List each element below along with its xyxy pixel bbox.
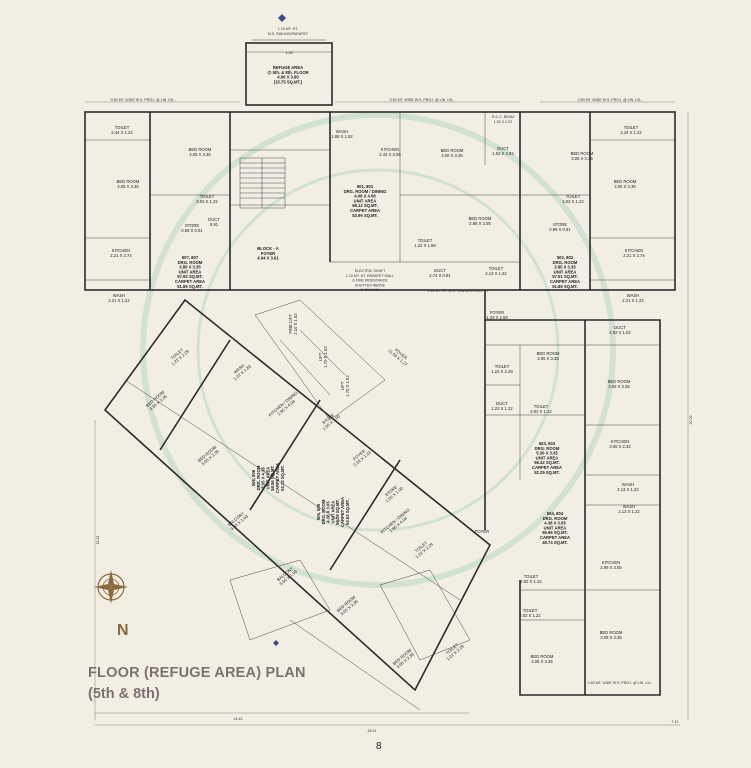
plan-text-labels: 1.15 MT. HT.M.S. RAILING/PARAPET 4.08REFU… (96, 27, 693, 733)
text-top-railing: 1.15 MT. HT.M.S. RAILING/PARAPET (268, 27, 309, 36)
room-label-lift1: LIFT1.70 X 1.52 (318, 346, 328, 368)
text-dim-2000: 20.00 (689, 416, 693, 425)
room-label-bed-d3: BED ROOM3.05 X 3.35 (336, 594, 360, 616)
text-top-width: 4.08 (286, 51, 293, 55)
plan-subtitle: (5th & 8th) (88, 686, 160, 702)
text-right-proj: 0.60 MT. WIDE W.S. PROJ. @ LIN. LVL. (578, 98, 643, 102)
room-label-wash-d: WASH1.22 X 1.83 (229, 360, 252, 382)
text-dim-2621: 26.21 (368, 729, 377, 733)
room-label-foyer-d: FOYER2.29 X 1.22 (349, 446, 372, 468)
room-label-lift2: LIFT1.70 X 1.52 (340, 375, 350, 397)
text-unit-506: 506, 806DRG. ROOM3.05 X 4.38UNIT AREA58.… (251, 463, 285, 493)
logo-mark-icon-bottom (273, 640, 279, 646)
text-unit-505: 505, 805DRG. ROOM4.38 X 3.05UNIT AREA59.… (316, 497, 350, 527)
room-label-toilet-d3: TOILET1.22 X 2.29 (442, 640, 465, 662)
page-number: 8 (376, 741, 382, 752)
text-dim-1442: 14.42 (234, 717, 243, 721)
room-label-fire-lift: FIRE LIFT2.10 X 1.52 (288, 313, 298, 335)
right-outline (484, 290, 661, 696)
room-label-toilet-d2: TOILET1.22 X 2.29 (411, 538, 434, 560)
north-label: N (117, 622, 129, 639)
text-bottom-railing: 1.15 MT. HT. M.S. RAILING/PARAPET (427, 289, 489, 293)
diagonal-wing (103, 298, 492, 711)
text-foyer-c: FOYER11.59 X 1.27 (387, 344, 412, 367)
text-bottom-proj: 0.60 MT. WIDE W.S. PROJ. @ LIN. LVL. (588, 681, 653, 685)
logo-mark-icon (278, 14, 286, 22)
watermark-seal (140, 112, 616, 588)
room-label-kitchen-d2: KITCHEN / DINING2.90 X 4.04 (379, 507, 413, 538)
plan-title: FLOOR (REFUGE AREA) PLAN (88, 665, 306, 681)
dimension-lines (85, 101, 689, 726)
staircase (239, 157, 286, 209)
room-label-toilet-d1: TOILET1.22 X 2.29 (167, 345, 190, 367)
refuge-area-block (245, 39, 333, 106)
text-dim-712: 7.12 (672, 720, 679, 724)
room-label-store-d2: STORE1.00 X 1.00 (318, 410, 341, 432)
room-label-bed-d2: BED ROOM3.05 X 3.35 (197, 444, 221, 466)
room-label-balcony1: BALCONY3.66 X 1.03 (226, 510, 249, 532)
room-label-bed-d4: BED ROOM3.05 X 3.35 (392, 647, 416, 669)
north-compass-icon (94, 570, 128, 604)
room-label-foyer-d2: FOYER (475, 529, 489, 534)
room-label-kitchen-d1: KITCHEN / DINING2.90 X 4.04 (267, 390, 301, 421)
text-left-proj: 0.60 MT. WIDE W.S. PROJ. @ LIN. LVL. (111, 98, 176, 102)
top-outline (84, 111, 676, 291)
text-dim-1521: 15.21 (96, 536, 100, 545)
text-mid-proj: 0.60 MT. WIDE W.S. PROJ. @ LIN. LVL. (390, 98, 455, 102)
